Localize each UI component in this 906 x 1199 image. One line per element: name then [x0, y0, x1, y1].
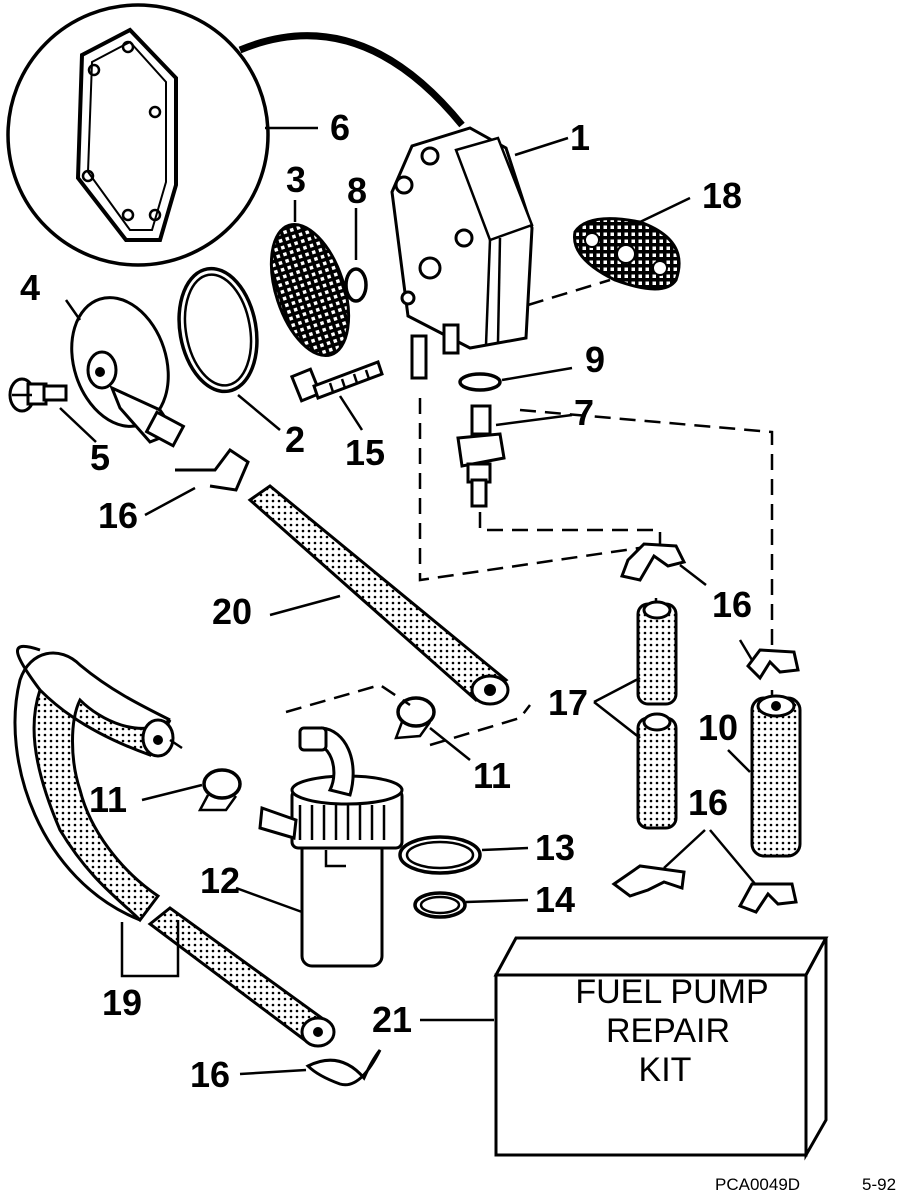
- hose-clamp-11-left: [141, 768, 242, 812]
- callout-17: 17: [548, 682, 588, 723]
- fuel-hose-curved: [13, 644, 183, 923]
- hose-clamp-lower-left: [611, 829, 706, 898]
- callout-20: 20: [212, 591, 252, 632]
- hose-clamp-lower-right: [709, 829, 798, 914]
- callout-4: 4: [20, 267, 40, 308]
- fuel-hose-straight: [120, 906, 336, 1048]
- cover-screw: [8, 377, 97, 443]
- hose-clamp-right: [738, 639, 800, 681]
- filter-seal-large: [398, 835, 529, 875]
- figure-code: PCA0049D: [715, 1175, 800, 1194]
- check-valve-gasket: [527, 196, 691, 307]
- filter-seal-small: [413, 891, 529, 919]
- kit-label-line2: REPAIR: [606, 1012, 730, 1050]
- callout-5: 5: [90, 437, 110, 478]
- callout-11-right: 11: [473, 755, 511, 796]
- callout-18: 18: [702, 175, 742, 216]
- hose-clamp-11-right: [394, 696, 471, 761]
- gasket-inset-circle: [6, 3, 465, 267]
- callout-15: 15: [345, 432, 385, 473]
- fuel-filter-assembly: [235, 726, 404, 968]
- fuel-hose-long: [247, 484, 510, 706]
- callout-16-lower: 16: [688, 782, 728, 823]
- fitting-o-ring: [458, 366, 573, 392]
- callout-6: 6: [330, 107, 350, 148]
- o-ring: [177, 266, 281, 431]
- hose-clamp-bottom: [239, 1049, 382, 1087]
- fuel-filter-element: [727, 694, 802, 858]
- hose-clamp-mid-right: [619, 542, 707, 586]
- callout-14: 14: [535, 879, 575, 920]
- callout-7: 7: [574, 392, 594, 433]
- page-number: 5-92: [862, 1175, 896, 1194]
- callout-3: 3: [286, 159, 306, 200]
- callout-8: 8: [347, 170, 367, 211]
- callout-11-left: 11: [89, 779, 127, 820]
- callout-9: 9: [585, 339, 605, 380]
- repair-kit-box: FUEL PUMP REPAIR KIT: [420, 936, 829, 1161]
- pump-cover: [64, 296, 186, 448]
- fuel-pump-body: [390, 126, 569, 380]
- kit-label-line3: KIT: [639, 1051, 692, 1089]
- callout-1: 1: [570, 117, 590, 158]
- callout-10: 10: [698, 707, 738, 748]
- callout-21: 21: [372, 999, 412, 1040]
- routing-dashed-lines: [285, 398, 774, 747]
- retaining-ring: [344, 208, 368, 303]
- callout-19: 19: [102, 982, 142, 1023]
- kit-label-line1: FUEL PUMP: [575, 973, 768, 1011]
- fuel-fitting: [456, 404, 573, 508]
- filter-screen: [269, 200, 351, 358]
- callout-16-upper-left: 16: [98, 495, 138, 536]
- callout-2: 2: [285, 419, 305, 460]
- short-hoses: [593, 600, 678, 830]
- callout-16-right: 16: [712, 584, 752, 625]
- callout-16-bottom: 16: [190, 1054, 230, 1095]
- callout-13: 13: [535, 827, 575, 868]
- callout-12: 12: [200, 860, 240, 901]
- hose-clamp-upper-left: [144, 447, 250, 517]
- mounting-screw: [289, 360, 384, 431]
